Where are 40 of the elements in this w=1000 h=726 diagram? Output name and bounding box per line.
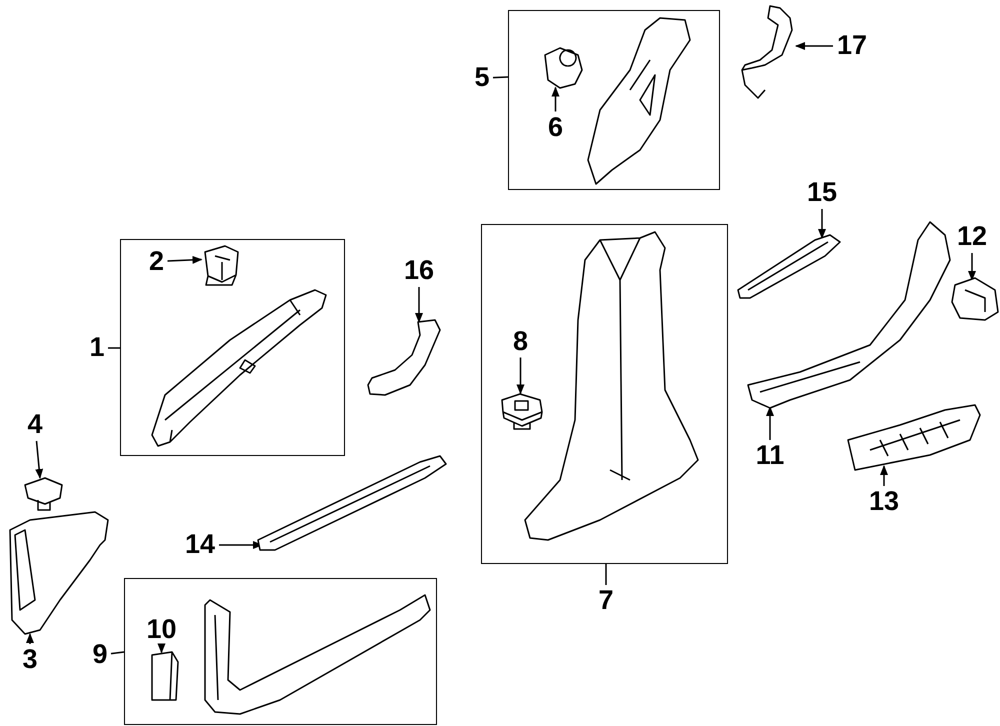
leader-arrow <box>968 253 976 281</box>
callout-number: 9 <box>90 640 110 670</box>
leader-arrow <box>552 86 560 112</box>
leader-line <box>108 347 120 349</box>
callout-number: 2 <box>146 246 166 276</box>
leader-arrow <box>818 209 826 239</box>
leader-arrow <box>795 42 833 50</box>
leader-arrow <box>516 358 524 394</box>
leader-arrow <box>415 287 423 323</box>
callout-number: 7 <box>596 586 616 616</box>
callout-number: 1 <box>87 333 107 363</box>
leader-line <box>110 651 124 654</box>
pillar-trim-drawing <box>584 16 692 186</box>
callout-number: 3 <box>20 645 40 675</box>
leader-arrow <box>766 406 774 440</box>
leader-arrow <box>26 633 34 644</box>
callout-number: 14 <box>182 530 218 560</box>
callout-number: 17 <box>834 31 870 61</box>
group-frame <box>508 10 720 190</box>
group-frame <box>124 578 437 725</box>
leader-arrow <box>880 465 888 486</box>
leader-arrow <box>167 256 202 264</box>
callout-number: 12 <box>954 222 990 252</box>
scuff-plate-drawing <box>735 232 842 299</box>
group-frame <box>481 224 728 564</box>
callout-number: 16 <box>401 256 437 286</box>
group-frame <box>120 239 345 456</box>
leader-line <box>492 76 508 78</box>
callout-number: 13 <box>866 487 902 517</box>
callout-number: 15 <box>804 178 840 208</box>
callout-number: 11 <box>752 441 788 471</box>
callout-number: 10 <box>144 614 180 644</box>
leader-arrow <box>35 440 44 479</box>
callout-number: 6 <box>546 112 566 142</box>
clip-drawing <box>950 275 1000 322</box>
leader-arrow <box>158 644 166 654</box>
callout-number: 8 <box>510 326 530 356</box>
callout-number: 5 <box>472 63 492 93</box>
callout-number: 4 <box>25 410 45 440</box>
leader-line <box>605 564 607 585</box>
